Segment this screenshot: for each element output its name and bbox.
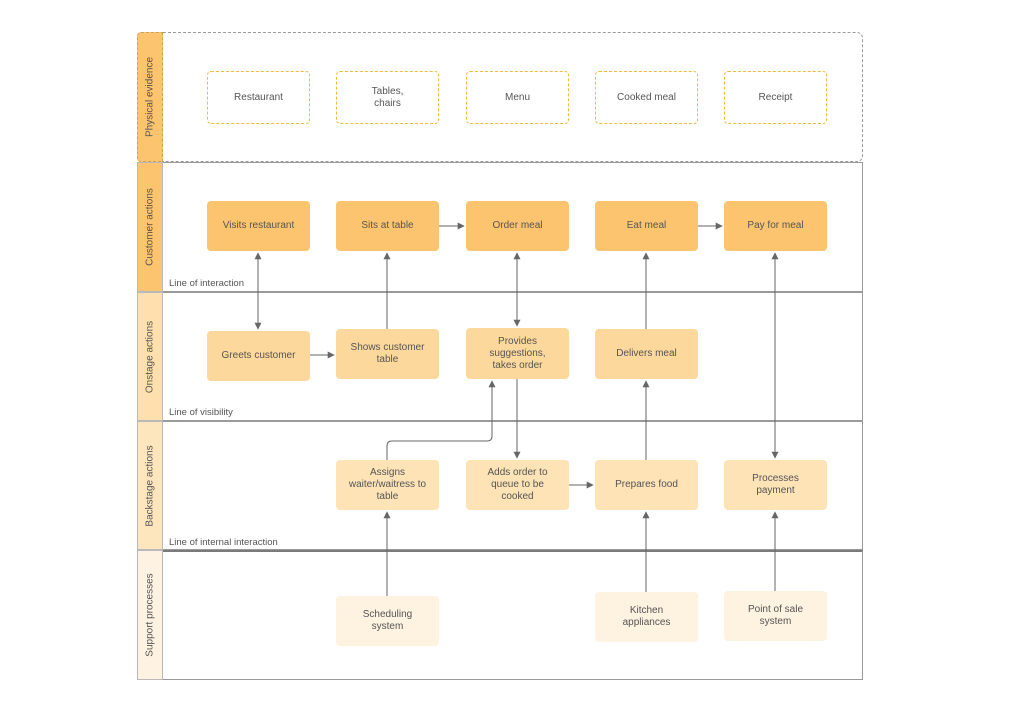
node-label: Prepares food (615, 479, 678, 490)
lane-physical-evidence (163, 32, 863, 162)
customer-sits-at-table: Sits at table (336, 201, 439, 251)
support-point-of-sale-system: Point of sale system (724, 591, 827, 641)
backstage-processes-payment: Processes payment (724, 460, 827, 510)
onstage-shows-customer-table: Shows customer table (336, 329, 439, 379)
node-label: Kitchen appliances (622, 605, 671, 628)
customer-order-meal: Order meal (466, 201, 569, 251)
lane-customer-actions (163, 162, 863, 292)
node-label: Point of sale system (747, 604, 804, 627)
node-label: Scheduling system (362, 609, 413, 632)
backstage-assigns-waiter: Assigns waiter/waitress to table (336, 460, 439, 510)
lane-label-customer-actions: Customer actions (144, 188, 156, 266)
node-label: Assigns waiter/waitress to table (348, 467, 427, 502)
lane-label-physical-evidence: Physical evidence (144, 56, 156, 138)
evidence-label: Cooked meal (617, 91, 676, 103)
lane-band-onstage-actions: Onstage actions (137, 292, 163, 421)
support-kitchen-appliances: Kitchen appliances (595, 592, 698, 642)
evidence-label: Tables, chairs (371, 85, 404, 109)
node-label: Delivers meal (616, 348, 677, 359)
lane-label-support-processes: Support processes (144, 573, 156, 657)
customer-visits-restaurant: Visits restaurant (207, 201, 310, 251)
line-of-interaction-label: Line of interaction (169, 278, 244, 289)
evidence-label: Restaurant (234, 91, 283, 103)
node-label: Adds order to queue to be cooked (487, 467, 548, 502)
node-label: Eat meal (626, 220, 667, 231)
line-of-visibility-label: Line of visibility (169, 407, 233, 418)
node-label: Provides suggestions, takes order (489, 335, 546, 371)
backstage-adds-order-to-queue: Adds order to queue to be cooked (466, 460, 569, 510)
evidence-label: Receipt (758, 91, 793, 103)
lane-band-physical-evidence: Physical evidence (137, 32, 163, 162)
node-label: Sits at table (361, 220, 414, 231)
lane-label-backstage-actions: Backstage actions (144, 444, 156, 527)
evidence-restaurant: Restaurant (207, 71, 310, 124)
lane-backstage-actions (163, 421, 863, 550)
lane-label-onstage-actions: Onstage actions (144, 320, 156, 393)
node-label: Visits restaurant (222, 220, 295, 231)
node-label: Pay for meal (747, 220, 804, 231)
lane-band-backstage-actions: Backstage actions (137, 421, 163, 550)
lane-onstage-actions (163, 292, 863, 421)
customer-eat-meal: Eat meal (595, 201, 698, 251)
evidence-receipt: Receipt (724, 71, 827, 124)
node-label: Shows customer table (350, 342, 425, 365)
evidence-cooked-meal: Cooked meal (595, 71, 698, 124)
node-label: Order meal (492, 220, 543, 231)
onstage-provides-suggestions: Provides suggestions, takes order (466, 328, 569, 379)
lane-band-support-processes: Support processes (137, 550, 163, 680)
lane-band-customer-actions: Customer actions (137, 162, 163, 292)
support-scheduling-system: Scheduling system (336, 596, 439, 646)
evidence-label: Menu (504, 91, 530, 103)
evidence-tables-chairs: Tables, chairs (336, 71, 439, 124)
node-label: Greets customer (221, 350, 296, 361)
line-of-internal-interaction-label: Line of internal interaction (169, 537, 278, 548)
customer-pay-for-meal: Pay for meal (724, 201, 827, 251)
evidence-menu: Menu (466, 71, 569, 124)
backstage-prepares-food: Prepares food (595, 460, 698, 510)
lane-support-processes (163, 550, 863, 680)
onstage-greets-customer: Greets customer (207, 331, 310, 381)
node-label: Processes payment (752, 473, 799, 496)
onstage-delivers-meal: Delivers meal (595, 329, 698, 379)
